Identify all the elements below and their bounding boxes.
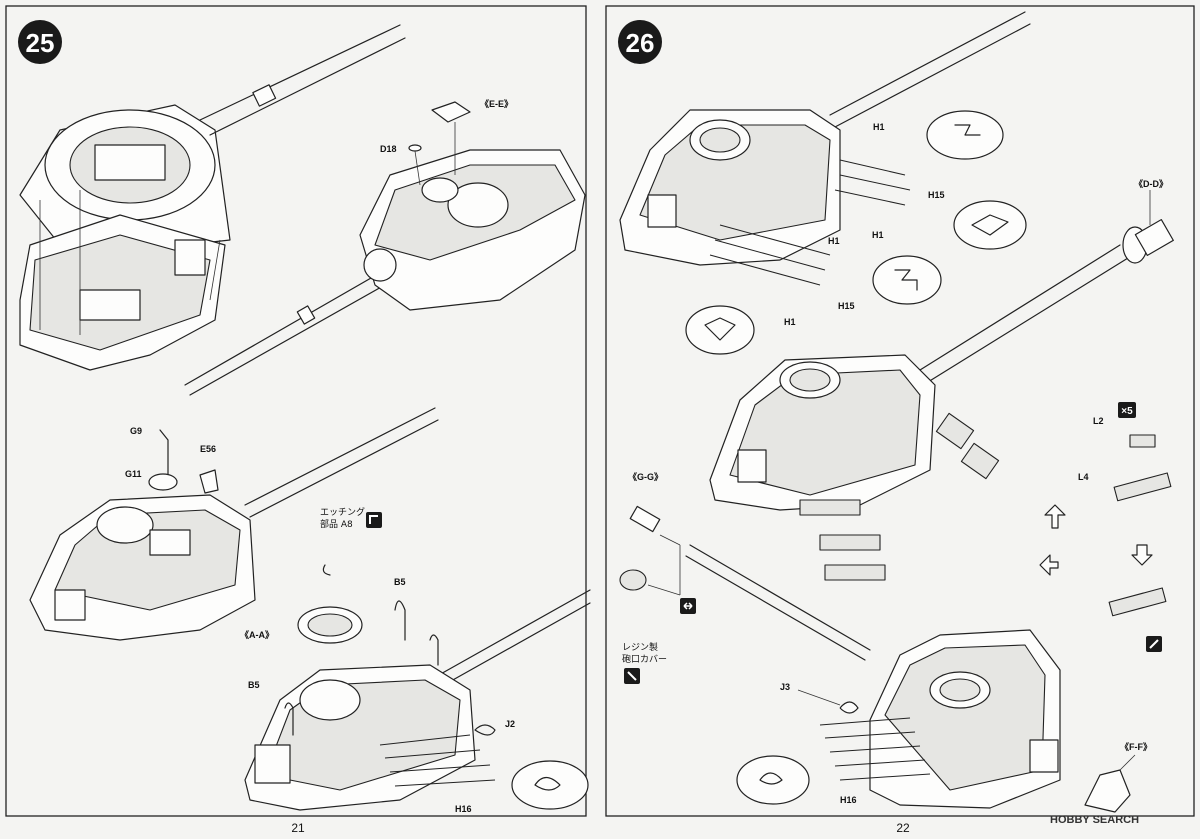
turret-middle-tracks: L2 L4 ×5 [709, 354, 1172, 652]
paint-icon [1146, 636, 1162, 652]
label-etching-2: 部品 A8 [320, 518, 353, 530]
label-g9: G9 [130, 426, 142, 436]
label-h16: H16 [455, 804, 472, 814]
page-number-22: 22 [896, 821, 910, 835]
label-l2: L2 [1093, 416, 1104, 426]
swap-icon [680, 598, 696, 614]
step-25-number: 25 [26, 28, 55, 58]
label-h1-d: H1 [784, 317, 796, 327]
label-resin-1: レジン製 [622, 641, 658, 653]
label-h15-a: H15 [928, 190, 945, 200]
label-ff: 《F-F》 [1120, 742, 1152, 752]
label-ee: 《E-E》 [480, 99, 513, 109]
page-number-21: 21 [291, 821, 305, 835]
step-25-badge: 25 [18, 20, 62, 64]
label-etching-1: エッチング [320, 506, 365, 518]
label-j3: J3 [780, 682, 790, 692]
label-b5-top: B5 [394, 577, 406, 587]
step-26-number: 26 [626, 28, 655, 58]
right-page: 26 H1 H15 H1 H1 H15 H1 [605, 5, 1195, 835]
label-times5: ×5 [1121, 406, 1133, 417]
label-e56: E56 [200, 444, 216, 454]
label-b5-left: B5 [248, 680, 260, 690]
label-gg: 《G-G》 [628, 472, 663, 482]
times5-badge: ×5 [1118, 402, 1136, 418]
left-page: 25 [5, 5, 591, 835]
label-j2: J2 [505, 719, 515, 729]
turret-middle: G9 G11 E56 [29, 407, 439, 641]
turret-aa-view: エッチング 部品 A8 B5 B5 《A-A》 J2 H16 [240, 506, 591, 814]
label-dd: 《D-D》 [1134, 179, 1168, 189]
label-h1-a: H1 [873, 122, 885, 132]
bend-icon [366, 512, 382, 528]
step-26-badge: 26 [618, 20, 662, 64]
label-g11: G11 [125, 469, 142, 479]
turret-top-view: H1 H15 H1 H1 H15 H1 [619, 11, 1031, 355]
turret-bottom-view: J3 《F-F》 H16 [685, 544, 1152, 813]
turret-ee-view: 《E-E》 D18 [184, 99, 586, 396]
label-h16: H16 [840, 795, 857, 805]
label-h15-b: H15 [838, 301, 855, 311]
label-d18: D18 [380, 144, 397, 154]
label-h1-b: H1 [872, 230, 884, 240]
turret-cutaway-upper [19, 24, 406, 371]
glue-brush-icon [624, 668, 640, 684]
watermark: HOBBY SEARCH [1050, 814, 1139, 826]
label-h1-c: H1 [828, 236, 840, 246]
barrel-dd: 《D-D》 [919, 179, 1174, 383]
label-l4: L4 [1078, 472, 1089, 482]
muzzle-gg: 《G-G》 レジン製 砲口カバー [619, 472, 696, 684]
label-resin-2: 砲口カバー [622, 653, 667, 665]
label-aa: 《A-A》 [240, 630, 274, 640]
